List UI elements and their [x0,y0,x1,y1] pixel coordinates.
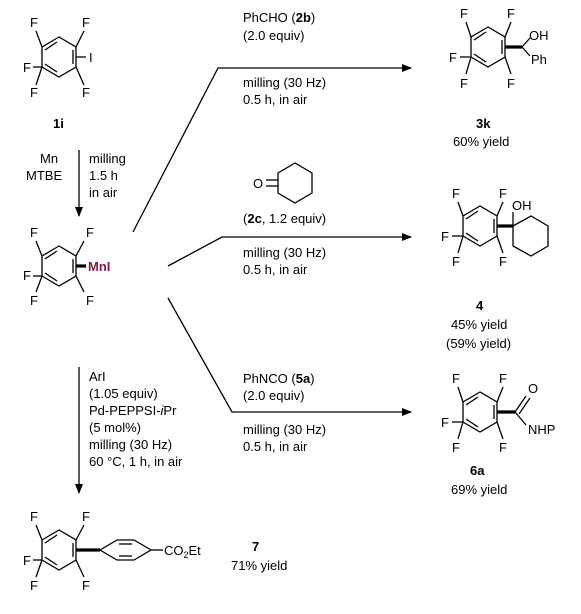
atom-f: F [30,225,38,240]
route-down-condition: milling (30 Hz) [89,437,172,452]
atom-o: O [253,176,263,191]
atom-nhp: NHP [528,422,555,437]
atom-ph: Ph [531,52,547,67]
atom-f: F [23,60,31,75]
route-mid-condition: milling (30 Hz) [243,245,326,260]
atom-oh: OH [529,28,549,43]
route-down-loading: (5 mol%) [89,420,141,435]
yield-4-alt: (59% yield) [446,336,511,351]
atom-f: F [499,371,507,386]
atom-f: F [30,85,38,100]
step1-condition: in air [89,185,118,200]
step1-reagent-mtbe: MTBE [26,168,62,183]
molecule-organomanganese: F F F MnI F F [23,225,110,308]
atom-co2et: CO2Et [164,543,201,560]
arrow-to-3k [132,64,412,233]
molecule-4: F F F F F OH [441,186,549,269]
route-low-condition: milling (30 Hz) [243,422,326,437]
yield-7: 71% yield [231,558,287,573]
route-down-reagent: ArI [89,369,106,384]
step1-reagent-mn: Mn [40,151,58,166]
atom-f: F [452,254,460,269]
compound-label-1i: 1i [53,116,64,131]
route-mid-reagent: (2c, 1.2 equiv) [243,211,326,226]
cyclohexanone-structure: O [253,162,313,204]
atom-f: F [441,415,449,430]
atom-f: F [86,225,94,240]
atom-f: F [499,186,507,201]
step1-condition: 1.5 h [89,168,118,183]
atom-f: F [449,50,457,65]
molecule-7: F F F F F CO2Et [23,509,201,593]
atom-f: F [507,76,515,91]
arrow-to-4 [167,233,412,267]
atom-f: F [30,15,38,30]
atom-f: F [441,229,449,244]
atom-f: F [82,578,90,593]
route-down-condition: 60 °C, 1 h, in air [89,454,183,469]
atom-oh: OH [512,198,532,213]
route-top-condition: 0.5 h, in air [243,92,308,107]
atom-f: F [30,293,38,308]
yield-4: 45% yield [451,317,507,332]
route-low-equiv: (2.0 equiv) [243,388,304,403]
atom-f: F [30,578,38,593]
molecule-1i: F F F I F F [23,15,93,100]
atom-f: F [30,509,38,524]
route-mid-condition: 0.5 h, in air [243,262,308,277]
route-top-equiv: (2.0 equiv) [243,28,304,43]
atom-mni: MnI [88,259,110,274]
atom-f: F [82,85,90,100]
atom-i: I [89,50,93,65]
compound-label-7: 7 [252,539,259,554]
atom-f: F [82,15,90,30]
yield-3k: 60% yield [453,134,509,149]
atom-f: F [452,371,460,386]
route-low-reagent: PhNCO (5a) [243,371,315,386]
atom-f: F [460,6,468,21]
compound-label-4: 4 [476,298,484,313]
route-top-condition: milling (30 Hz) [243,75,326,90]
route-low-condition: 0.5 h, in air [243,439,308,454]
compound-label-6a: 6a [470,463,485,478]
atom-f: F [460,76,468,91]
atom-f: F [23,553,31,568]
atom-f: F [23,268,31,283]
molecule-3k: F F F F F OH Ph [449,6,549,91]
route-top-reagent: PhCHO (2b) [243,10,315,25]
atom-f: F [452,186,460,201]
route-down-catalyst: Pd-PEPPSI-iPr [89,403,177,418]
molecule-6a: F F F F F O NHP [441,371,555,455]
atom-f: F [82,509,90,524]
atom-f: F [452,440,460,455]
atom-f: F [499,254,507,269]
atom-o: O [528,381,538,396]
atom-f: F [86,293,94,308]
step1-condition: milling [89,151,126,166]
arrow-to-6a [167,297,412,416]
yield-6a: 69% yield [451,482,507,497]
atom-f: F [499,440,507,455]
atom-f: F [507,6,515,21]
route-down-equiv: (1.05 equiv) [89,386,158,401]
compound-label-3k: 3k [476,116,491,131]
